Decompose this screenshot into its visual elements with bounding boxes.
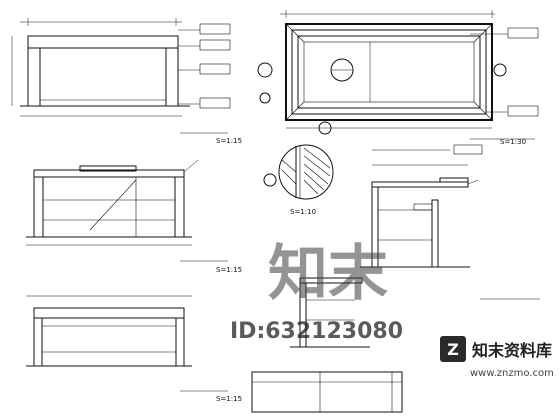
hatch <box>303 179 319 195</box>
corner-line <box>473 23 493 43</box>
callout-box <box>453 144 483 155</box>
raised-top <box>79 165 137 172</box>
side-section <box>360 144 540 300</box>
elevation-2: S=1:15 <box>26 159 242 274</box>
plan-view: S=1:30 <box>257 10 539 146</box>
left-post <box>33 176 44 238</box>
elevation-3: S=1:15 <box>26 295 242 403</box>
watermark-id: ID:632123080 <box>230 319 403 344</box>
counter-top <box>27 35 179 49</box>
corner-line <box>285 101 305 121</box>
callout-box <box>507 27 539 39</box>
hatch <box>281 169 297 185</box>
counter-top <box>33 307 185 319</box>
hatch <box>303 163 329 185</box>
hatch <box>281 159 297 173</box>
bar-inner-3 <box>303 41 475 103</box>
title-block-cell <box>391 371 403 413</box>
hatch <box>303 171 325 191</box>
callout-box <box>199 63 231 75</box>
bar-outline <box>285 23 493 121</box>
detail-circle <box>278 144 334 200</box>
bar-inner-1 <box>291 29 487 115</box>
raised-edge <box>439 177 469 183</box>
right-post <box>175 317 185 367</box>
corner-line <box>285 23 305 43</box>
site-logo: Z 知末资料库 www.znzmo.com <box>440 336 554 379</box>
title-block <box>251 371 403 413</box>
right-post <box>174 176 185 238</box>
right-leg <box>165 47 179 107</box>
watermark: 知末 ID:632123080 <box>230 239 403 344</box>
bar-inner-2 <box>297 35 481 109</box>
view-scale: S=1:30 <box>500 138 526 146</box>
brace-line <box>89 179 137 231</box>
leader-line <box>183 159 199 173</box>
logo-mark <box>440 336 466 362</box>
circular-detail: S=1:10 <box>263 144 334 216</box>
side-post <box>431 199 439 268</box>
logo-name: 知末资料库 <box>472 341 552 360</box>
callout-box <box>199 23 231 35</box>
view-scale: S=1:10 <box>290 208 316 216</box>
view-marker <box>493 63 507 77</box>
counter-top <box>371 181 469 188</box>
detail-marker <box>263 173 277 187</box>
watermark-logo: 知末 <box>268 239 388 309</box>
leader-line <box>467 179 479 185</box>
counter-top <box>299 277 363 284</box>
title-block-frame <box>251 371 403 413</box>
view-scale: S=1:15 <box>216 137 242 145</box>
view-marker <box>259 92 271 104</box>
bottom-section <box>290 277 370 348</box>
hatch <box>303 147 331 169</box>
shelf-block <box>413 203 433 211</box>
logo-url: www.znzmo.com <box>470 368 554 379</box>
elevation-1: S=1:15 <box>11 18 242 145</box>
callout-box <box>199 39 231 51</box>
callout-box <box>199 97 231 109</box>
view-marker <box>257 62 273 78</box>
callout-box <box>507 105 539 117</box>
left-post <box>33 317 43 367</box>
view-scale: S=1:15 <box>216 266 242 274</box>
logo-glyph: Z <box>447 340 459 359</box>
counter-top <box>33 169 185 178</box>
corner-line <box>473 101 493 121</box>
hatch <box>303 155 331 177</box>
left-leg <box>27 47 41 107</box>
view-scale: S=1:15 <box>216 395 242 403</box>
